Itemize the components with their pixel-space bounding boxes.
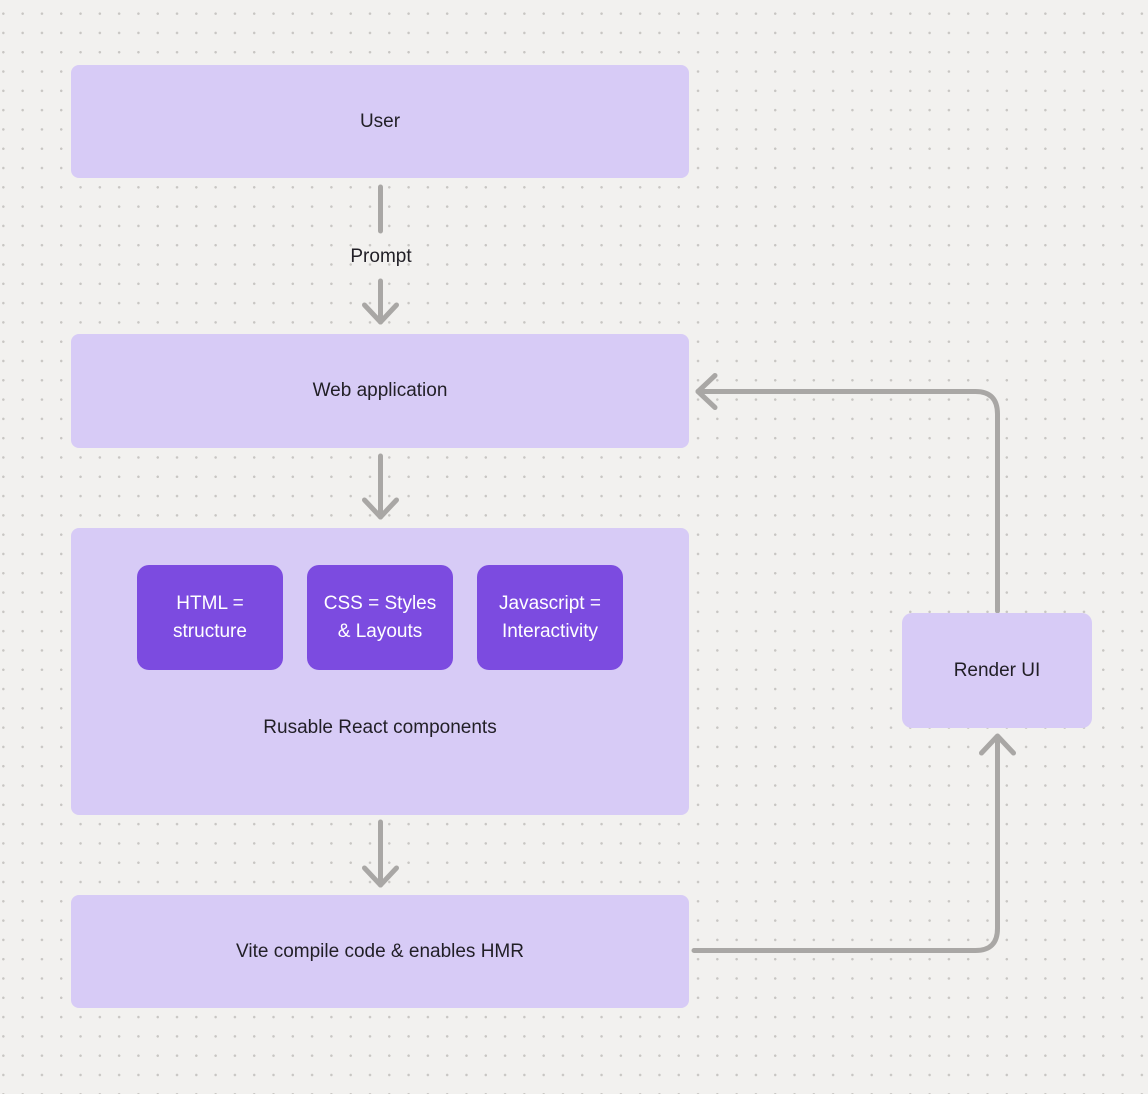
node-vite[interactable]: Vite compile code & enables HMR xyxy=(71,895,689,1008)
components-group-caption: Rusable React components xyxy=(263,717,497,738)
connector-webapp-to-components[interactable] xyxy=(362,453,399,520)
node-css-styles-label: CSS = Styles & Layouts xyxy=(323,592,437,642)
node-render-ui[interactable]: Render UI xyxy=(902,613,1092,728)
node-html-structure[interactable]: HTML = structure xyxy=(137,565,283,670)
connector-segment xyxy=(695,389,1000,614)
node-web-application[interactable]: Web application xyxy=(71,334,689,448)
connector-renderui-to-webapp[interactable] xyxy=(695,373,1000,614)
node-html-structure-label: HTML = structure xyxy=(173,592,247,642)
arrowhead-left-icon xyxy=(695,373,718,410)
components-group-inner: HTML = structure CSS = Styles & Layouts … xyxy=(71,528,689,815)
node-components-group[interactable]: HTML = structure CSS = Styles & Layouts … xyxy=(71,528,689,815)
node-render-ui-label: Render UI xyxy=(953,659,1041,681)
node-web-application-label: Web application xyxy=(312,380,448,401)
connector-segment xyxy=(691,734,1000,953)
edge-label-prompt: Prompt xyxy=(350,246,412,267)
node-javascript-interactivity-label: Javascript = Interactivity xyxy=(499,592,601,642)
arrowhead-down-icon xyxy=(362,302,399,325)
node-javascript-interactivity[interactable]: Javascript = Interactivity xyxy=(477,565,623,670)
arrowhead-up-icon xyxy=(979,733,1016,756)
node-css-styles[interactable]: CSS = Styles & Layouts xyxy=(307,565,453,670)
node-user-label: User xyxy=(359,110,401,132)
node-user[interactable]: User xyxy=(71,65,689,178)
connector-components-to-vite[interactable] xyxy=(362,819,399,888)
arrowhead-down-icon xyxy=(362,865,399,888)
connector-user-to-webapp[interactable] xyxy=(362,184,399,325)
node-vite-label: Vite compile code & enables HMR xyxy=(236,940,524,962)
arrowhead-down-icon xyxy=(362,497,399,520)
connector-vite-to-renderui[interactable] xyxy=(691,733,1016,953)
